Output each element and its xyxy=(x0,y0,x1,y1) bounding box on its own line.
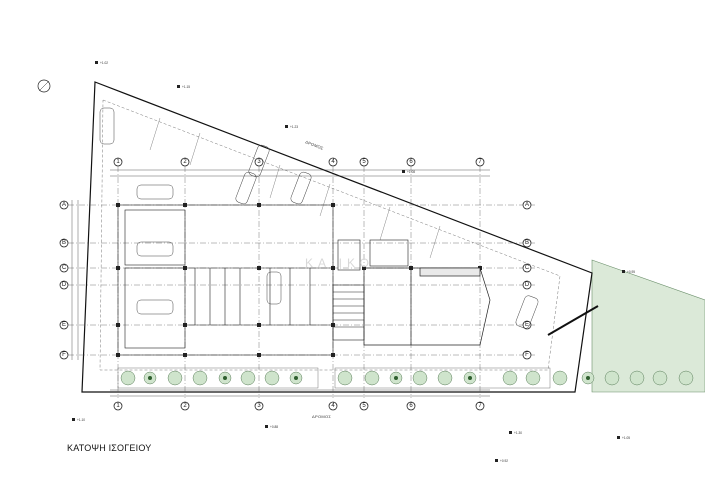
svg-text:3: 3 xyxy=(257,403,261,409)
diagonal-parking xyxy=(149,117,441,259)
retaining-wall xyxy=(547,305,599,336)
parking-area xyxy=(117,204,334,356)
svg-text:7: 7 xyxy=(478,159,482,165)
level-tag: +1.30 xyxy=(509,431,522,435)
svg-text:7: 7 xyxy=(478,403,482,409)
svg-text:+1.08: +1.08 xyxy=(407,170,415,174)
svg-text:B: B xyxy=(62,240,66,246)
svg-text:+1.30: +1.30 xyxy=(514,431,522,435)
grid-lines xyxy=(68,166,535,398)
svg-text:+1.23: +1.23 xyxy=(290,125,298,129)
parked-cars xyxy=(99,107,539,329)
grid-row-markers-left: A B C D E F xyxy=(59,200,69,360)
level-tag: +1.05 xyxy=(617,436,630,440)
trees xyxy=(120,370,694,386)
svg-text:C: C xyxy=(525,265,530,271)
level-tags: +1.02 +1.15 +1.23 +1.08 +0.95 +1.10 +0.8… xyxy=(72,61,635,463)
svg-text:F: F xyxy=(525,352,529,358)
structural-columns xyxy=(116,203,482,357)
svg-text:5: 5 xyxy=(362,403,366,409)
svg-text:4: 4 xyxy=(331,403,335,409)
svg-text:+1.15: +1.15 xyxy=(182,85,190,89)
level-tag: +1.10 xyxy=(72,418,85,422)
plot-boundary xyxy=(81,81,593,393)
watermark: ΚΑ ΙΚΟ xyxy=(305,256,374,270)
svg-text:2: 2 xyxy=(183,159,187,165)
drawing-title: ΚΑΤΟΨΗ ΙΣΟΓΕΙΟΥ xyxy=(67,443,152,453)
svg-text:2: 2 xyxy=(183,403,187,409)
svg-text:E: E xyxy=(525,322,529,328)
street-label-diagonal: ΔΡΟΜΟΣ xyxy=(305,139,325,151)
commercial-hall xyxy=(363,267,491,346)
svg-text:1: 1 xyxy=(116,159,120,165)
svg-text:A: A xyxy=(62,202,66,208)
north-arrow-icon xyxy=(37,79,51,93)
svg-text:+0.92: +0.92 xyxy=(500,459,508,463)
level-tag: +1.08 xyxy=(402,170,415,174)
level-tag: +0.88 xyxy=(265,425,278,429)
svg-text:D: D xyxy=(62,282,67,288)
svg-text:6: 6 xyxy=(409,159,413,165)
grid-column-markers-top: 1 2 3 4 5 6 7 xyxy=(113,157,485,167)
grid-column-markers-bottom: 1 2 3 4 5 6 7 xyxy=(113,401,485,411)
svg-text:+1.02: +1.02 xyxy=(100,61,108,65)
svg-text:3: 3 xyxy=(257,159,261,165)
svg-text:D: D xyxy=(525,282,530,288)
level-tag: +1.15 xyxy=(177,85,190,89)
tree-centers xyxy=(148,376,590,380)
svg-text:4: 4 xyxy=(331,159,335,165)
stair-core xyxy=(332,239,409,341)
svg-text:E: E xyxy=(62,322,66,328)
level-tag: +0.95 xyxy=(622,270,635,274)
tree-row xyxy=(117,367,551,389)
street-label-bottom: ΔΡΟΜΟΣ xyxy=(312,414,331,419)
svg-text:A: A xyxy=(525,202,529,208)
green-area xyxy=(591,259,705,393)
grid-row-markers-right: A B C D E F xyxy=(522,200,532,360)
svg-text:6: 6 xyxy=(409,403,413,409)
level-tag: +0.92 xyxy=(495,459,508,463)
svg-text:C: C xyxy=(62,265,67,271)
svg-text:+1.10: +1.10 xyxy=(77,418,85,422)
level-tag: +1.23 xyxy=(285,125,298,129)
level-tag: +1.02 xyxy=(95,61,108,65)
svg-text:+0.95: +0.95 xyxy=(627,270,635,274)
svg-text:F: F xyxy=(62,352,66,358)
svg-text:5: 5 xyxy=(362,159,366,165)
building-setback-line xyxy=(99,99,561,371)
svg-text:1: 1 xyxy=(116,403,120,409)
svg-text:+1.05: +1.05 xyxy=(622,436,630,440)
svg-text:+0.88: +0.88 xyxy=(270,425,278,429)
dimension-lines xyxy=(71,169,490,397)
svg-text:B: B xyxy=(525,240,529,246)
